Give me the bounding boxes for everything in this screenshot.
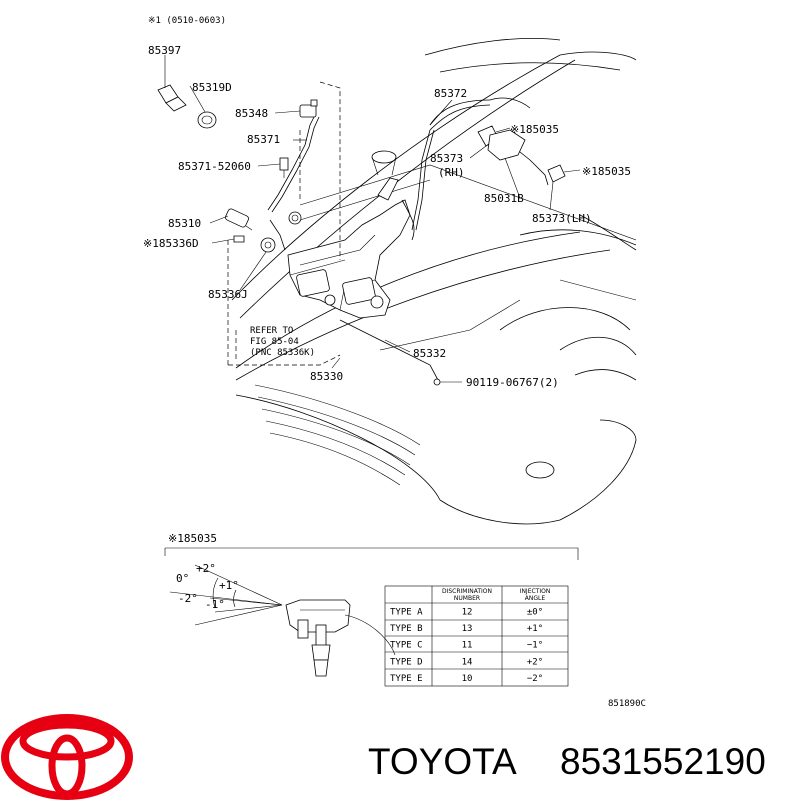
date-note: ※1 (0510-0603) xyxy=(148,16,226,26)
leader-lines xyxy=(164,55,581,383)
angle-minus-2: -2° xyxy=(178,592,198,605)
washer-pumps xyxy=(296,269,384,309)
header-discrimination-1: DISCRIMINATION xyxy=(442,588,492,595)
header-injection-1: INJECTION xyxy=(520,588,551,595)
cell-number: 11 xyxy=(462,641,473,651)
angle-plus-1: +1° xyxy=(219,579,239,592)
car-body-outline xyxy=(231,38,637,525)
cell-type: TYPE B xyxy=(390,624,423,634)
header-discrimination-2: NUMBER xyxy=(454,595,480,602)
callout-rh: (RH) xyxy=(438,166,465,179)
cell-angle: +1° xyxy=(527,624,543,634)
callout-85310: 85310 xyxy=(168,217,201,230)
refer-line-1: REFER TO xyxy=(250,326,293,336)
callout-85336j: 85336J xyxy=(208,288,248,301)
brand-name: TOYOTA xyxy=(368,741,517,782)
part-number: 8531552190 xyxy=(560,741,766,782)
callout-85330: 85330 xyxy=(310,370,343,383)
callout-85332: 85332 xyxy=(413,347,446,360)
refer-line-2: FIG 85-04 xyxy=(250,337,299,347)
callout-85373: 85373 xyxy=(430,152,463,165)
callout-185035-top: ※185035 xyxy=(510,123,559,136)
angle-0: 0° xyxy=(176,572,189,585)
cell-angle: −1° xyxy=(527,641,543,651)
cell-type: TYPE D xyxy=(390,657,423,667)
callout-85373lh: 85373(LH) xyxy=(532,212,592,225)
header-injection-2: ANGLE xyxy=(525,595,546,602)
figure-code: 851890C xyxy=(608,699,646,709)
callout-85319d: 85319D xyxy=(192,81,232,94)
callout-85371: 85371 xyxy=(247,133,280,146)
detail-title: ※185035 xyxy=(168,532,217,545)
cell-type: TYPE C xyxy=(390,641,423,651)
callout-85348: 85348 xyxy=(235,107,268,120)
refer-line-3: (PNC 85336K) xyxy=(250,348,315,358)
cell-type: TYPE A xyxy=(390,608,423,618)
toyota-logo-icon xyxy=(1,714,133,800)
callout-185035-mid: ※185035 xyxy=(582,165,631,178)
callout-85397: 85397 xyxy=(148,44,181,57)
cell-angle: ±0° xyxy=(527,608,543,618)
nozzle-detail: ※185035 0° +2° +1° -2° -1° xyxy=(164,532,579,677)
cell-angle: −2° xyxy=(527,674,543,684)
group-boxes xyxy=(227,81,341,366)
table-rows: TYPE A 12 ±0° TYPE B 13 +1° TYPE C 11 −1° TYPE D 1… xyxy=(390,608,543,684)
callout-90119: 90119-06767(2) xyxy=(466,376,559,389)
cell-number: 13 xyxy=(462,624,473,634)
angle-minus-1: -1° xyxy=(205,598,225,611)
cell-angle: +2° xyxy=(527,657,543,667)
cell-number: 14 xyxy=(462,657,473,667)
callout-85031b: 85031B xyxy=(484,192,524,205)
callout-185336d: ※185336D xyxy=(143,237,199,250)
cell-number: 10 xyxy=(462,674,473,684)
callout-85372: 85372 xyxy=(434,87,467,100)
angle-plus-2: +2° xyxy=(196,562,216,575)
washer-hoses xyxy=(267,97,549,381)
cell-type: TYPE E xyxy=(390,674,423,684)
injection-angle-table: DISCRIMINATION NUMBER INJECTION ANGLE xyxy=(384,585,569,687)
callout-labels: ※1 (0510-0603) 85397 85319D 85348 85371 … xyxy=(143,16,631,389)
callout-85371-52060: 85371-52060 xyxy=(178,160,251,173)
small-parts xyxy=(157,84,566,386)
cell-number: 12 xyxy=(462,608,473,618)
